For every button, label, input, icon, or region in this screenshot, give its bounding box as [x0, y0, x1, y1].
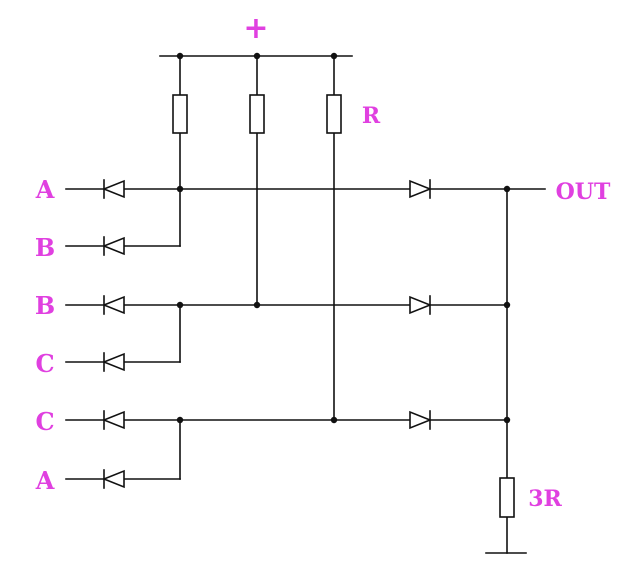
junction-dot [176, 416, 184, 424]
input-diodes [101, 179, 125, 489]
supply-plus-label: + [243, 11, 268, 46]
resistor-2 [249, 94, 265, 134]
resistor-r-label: R [362, 103, 381, 129]
junction-dot [176, 301, 184, 309]
resistor-1 [172, 94, 188, 134]
junction-dot [503, 185, 511, 193]
output-label: OUT [556, 179, 611, 205]
output-diode-2 [409, 295, 433, 315]
output-diodes [409, 179, 433, 430]
input-diode-4 [101, 352, 125, 372]
junction-dot [503, 301, 511, 309]
input-diode-5 [101, 410, 125, 430]
pulldown-3r-label: 3R [528, 486, 562, 512]
junction-dot [330, 52, 338, 60]
input-label-4: C [35, 349, 54, 378]
junction-dot [330, 416, 338, 424]
junction-dot [253, 301, 261, 309]
output-diode-3 [409, 410, 433, 430]
junction-dot [176, 185, 184, 193]
junctions [176, 52, 511, 424]
input-label-2: B [35, 233, 55, 262]
input-label-3: B [35, 291, 55, 320]
junction-dot [253, 52, 261, 60]
input-label-1: A [35, 175, 55, 204]
wiring [65, 55, 546, 554]
junction-dot [176, 52, 184, 60]
input-diode-1 [101, 179, 125, 199]
input-diode-3 [101, 295, 125, 315]
input-label-5: C [35, 407, 54, 436]
resistors [172, 94, 515, 518]
labels: + R OUT 3R A B B C C A [35, 11, 611, 512]
resistor-3r [499, 477, 515, 518]
input-diode-2 [101, 236, 125, 256]
input-diode-6 [101, 469, 125, 489]
resistor-3 [326, 94, 342, 134]
input-label-6: A [35, 466, 55, 495]
output-diode-1 [409, 179, 433, 199]
junction-dot [503, 416, 511, 424]
